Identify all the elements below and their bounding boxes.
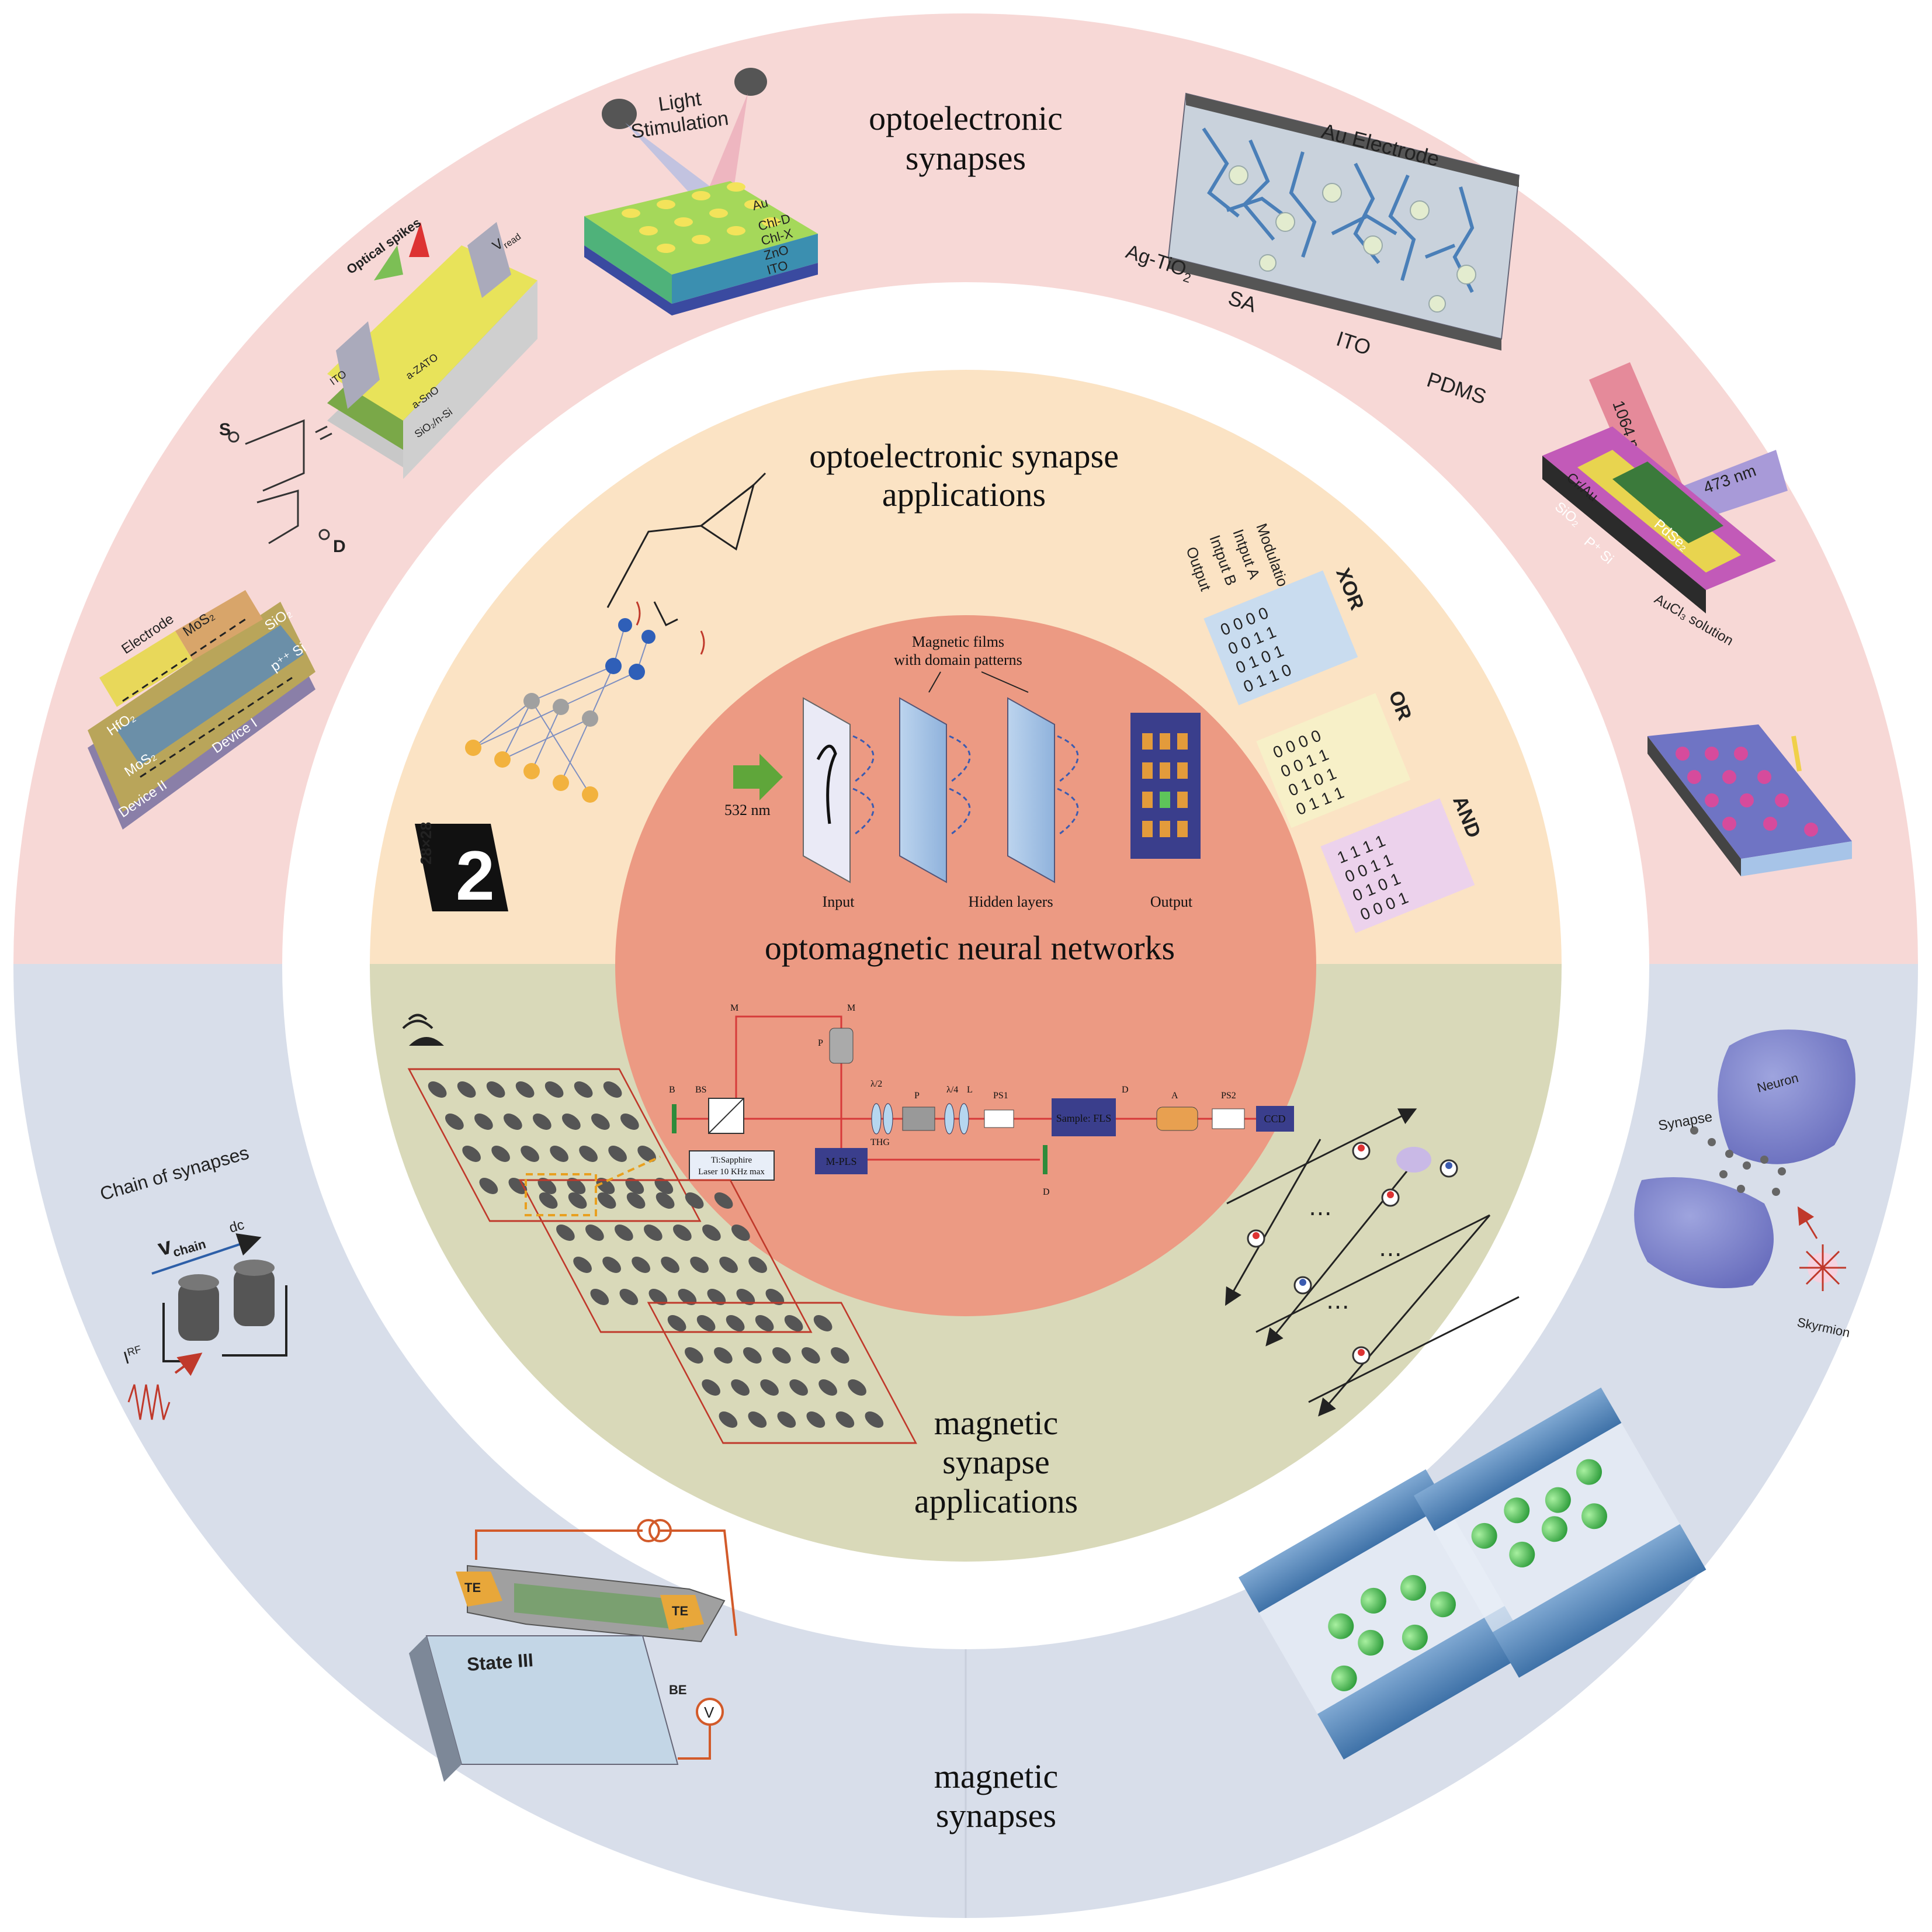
svg-text:532 nm: 532 nm	[724, 802, 771, 818]
svg-text:synapses: synapses	[936, 1796, 1056, 1834]
svg-text:⋯: ⋯	[1379, 1241, 1402, 1267]
svg-text:L: L	[967, 1085, 973, 1095]
title-magnetic-synapses: magnetic synapses	[934, 1757, 1059, 1834]
title-optoelectronic-applications: optoelectronic synapse applications	[809, 437, 1119, 514]
spin-array-block-1	[407, 1068, 702, 1222]
svg-text:M-PLS: M-PLS	[825, 1156, 856, 1167]
state-iii-panel: TE TE State III BE V	[409, 1519, 737, 1782]
svg-text:⋯: ⋯	[1309, 1201, 1332, 1226]
svg-text:D: D	[1043, 1187, 1050, 1197]
svg-text:28×28: 28×28	[417, 822, 435, 865]
spin-array-panel	[402, 1014, 917, 1444]
spin-device-panel	[1647, 724, 1852, 876]
svg-text:PS2: PS2	[1221, 1091, 1236, 1101]
svg-text:Output: Output	[1150, 893, 1193, 910]
svg-text:THG: THG	[870, 1137, 890, 1147]
svg-text:S: S	[219, 420, 231, 439]
svg-text:Hidden layers: Hidden layers	[968, 893, 1053, 910]
svg-text:optoelectronic: optoelectronic	[869, 99, 1063, 137]
svg-text:BS: BS	[695, 1085, 707, 1095]
svg-text:M: M	[847, 1003, 855, 1013]
optical-setup-diagram: Ti:Sapphire Laser 10 KHz max Sample: FLS…	[669, 1003, 1294, 1197]
svg-text:V: V	[704, 1704, 714, 1721]
svg-text:magnetic: magnetic	[934, 1404, 1059, 1442]
pdse2-panel: 1064 nm 473 nm Cr/Au PdSe₂ SiO₂ P⁺ Si Au…	[1542, 362, 1788, 649]
spin-array-block-3	[647, 1302, 917, 1444]
svg-text:Ti:Sapphire: Ti:Sapphire	[711, 1156, 752, 1165]
svg-text:M: M	[730, 1003, 738, 1013]
svg-text:D: D	[1122, 1085, 1129, 1095]
optomagnetic-diagram: Magnetic films with domain patterns 532 …	[724, 633, 1201, 910]
svg-text:magnetic: magnetic	[934, 1757, 1059, 1795]
svg-text:Sample: FLS: Sample: FLS	[1056, 1112, 1112, 1124]
svg-text:CCD: CCD	[1264, 1113, 1285, 1125]
skyrmion-panel: Neuron Synapse Skyrmion	[1634, 1029, 1855, 1340]
svg-text:A: A	[1171, 1091, 1178, 1101]
svg-text:TE: TE	[464, 1580, 481, 1595]
svg-text:synapses: synapses	[906, 139, 1026, 177]
mnist-digit: 28×28 2	[415, 822, 508, 915]
svg-text:λ/2: λ/2	[870, 1079, 882, 1089]
svg-text:λ/4: λ/4	[946, 1085, 958, 1095]
svg-text:D: D	[333, 537, 346, 556]
antenna-icon	[402, 1014, 444, 1046]
neural-network-panel: 28×28 2	[415, 472, 766, 915]
svg-text:with domain patterns: with domain patterns	[894, 651, 1022, 668]
spin-pillar-1	[178, 1274, 219, 1341]
svg-text:Input: Input	[823, 893, 855, 910]
svg-text:applications: applications	[914, 1482, 1078, 1520]
spin-pillar-2	[234, 1260, 275, 1326]
or-table: OR 0 0 0 0 0 0 1 1 0 1 0 1 0 1 1 1	[1256, 688, 1416, 828]
skyrmion-icon	[1799, 1244, 1846, 1291]
svg-text:Magnetic films: Magnetic films	[912, 633, 1004, 650]
spin-slabs-panel	[1239, 1388, 1706, 1760]
spin-array-block-2	[518, 1179, 813, 1333]
svg-text:State III: State III	[466, 1649, 534, 1675]
svg-text:Laser 10 KHz max: Laser 10 KHz max	[698, 1167, 765, 1177]
svg-text:P: P	[818, 1038, 823, 1048]
svg-text:PS1: PS1	[993, 1091, 1008, 1101]
svg-text:applications: applications	[882, 476, 1046, 514]
svg-text:TE: TE	[672, 1604, 688, 1618]
title-optoelectronic-synapses: optoelectronic synapses	[869, 99, 1063, 177]
title-magnetic-applications: magnetic synapse applications	[914, 1404, 1078, 1520]
svg-text:2: 2	[456, 837, 495, 915]
svg-text:synapse: synapse	[942, 1443, 1050, 1481]
title-optomagnetic: optomagnetic neural networks	[765, 929, 1175, 967]
svg-text:BE: BE	[669, 1683, 687, 1697]
optical-spikes-panel: Optical spikes Vread a-ZATO a-SnO SiO₂/n…	[219, 215, 537, 556]
svg-text:⋯: ⋯	[1326, 1294, 1350, 1320]
xor-table: XOR 0 0 0 0 0 0 1 1 0 1 0 1 0 1 1 0	[1203, 565, 1368, 706]
svg-text:P: P	[914, 1091, 920, 1101]
crossbar-panel: ⋯ ⋯ ⋯	[1225, 1108, 1520, 1417]
svg-text:optoelectronic synapse: optoelectronic synapse	[809, 437, 1119, 475]
light-stimulation-panel: Light Stimulation Au Chl-D Chl-X ZnO ITO	[584, 68, 818, 315]
svg-text:B: B	[669, 1085, 675, 1095]
